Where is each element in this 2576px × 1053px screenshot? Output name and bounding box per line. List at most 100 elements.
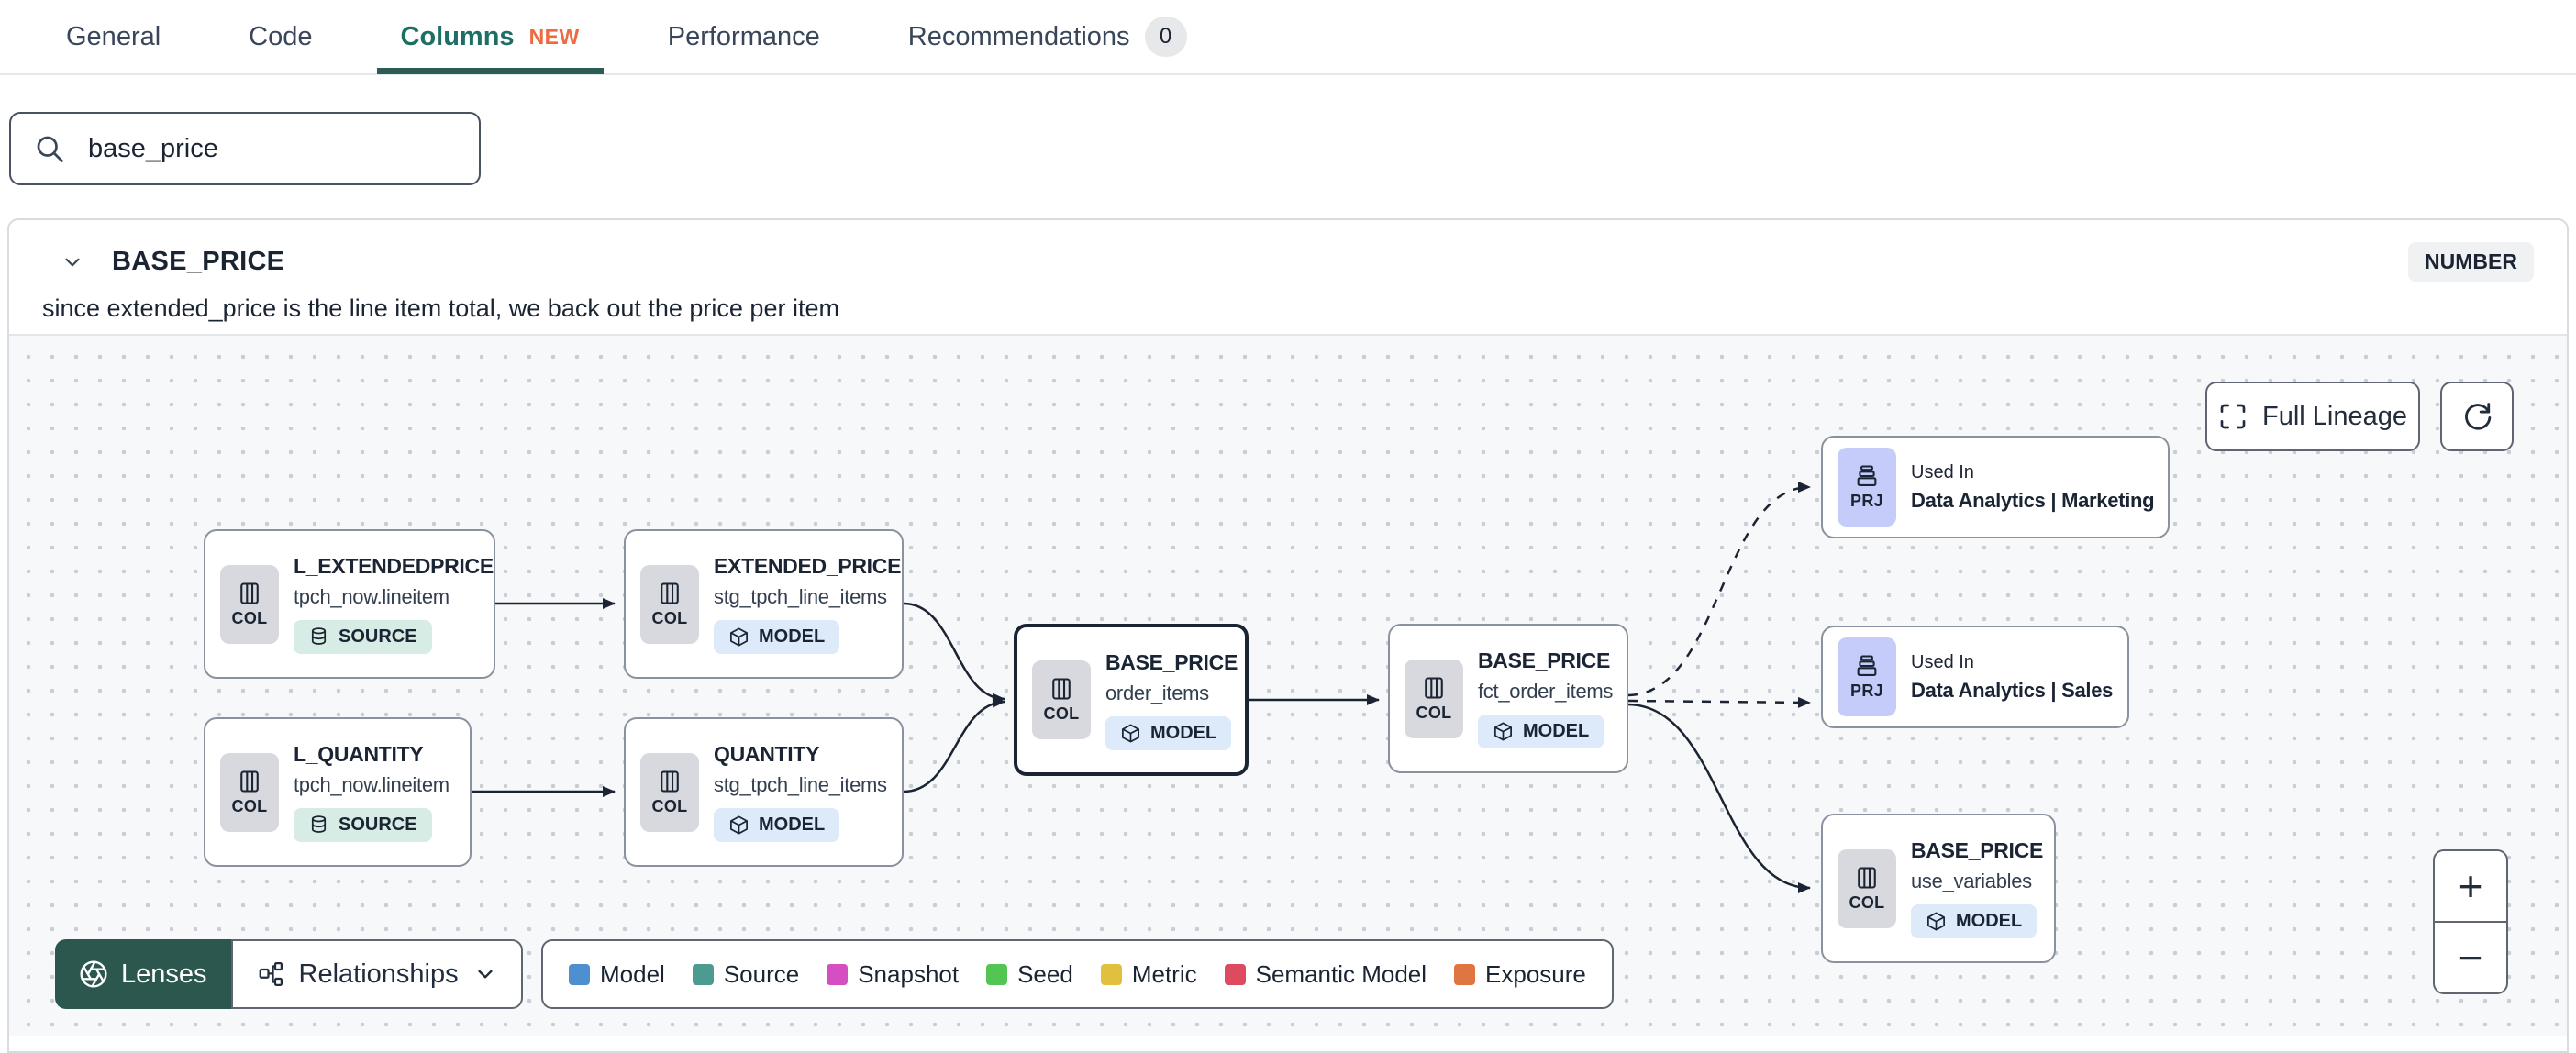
- node-subtitle: stg_tpch_line_items: [714, 585, 887, 608]
- model-icon: [1122, 724, 1139, 742]
- model-icon: [730, 815, 748, 835]
- legend-item-exposure: Exposure: [1454, 960, 1586, 989]
- columns-icon: [1858, 866, 1876, 889]
- column-type-badge: NUMBER: [2408, 242, 2534, 282]
- zoom-control: + −: [2433, 849, 2508, 994]
- legend-swatch-seed: [986, 963, 1008, 985]
- node-subtitle: tpch_now.lineitem: [294, 773, 450, 796]
- node-title: Data Analytics | Sales: [1911, 678, 2114, 702]
- tab-columns-label: Columns: [400, 21, 515, 51]
- legend-label-metric: Metric: [1131, 959, 1197, 988]
- column-chip: COL: [1032, 660, 1091, 739]
- tab-recommendations-label: Recommendations: [907, 21, 1130, 51]
- legend-item-metric: Metric: [1100, 959, 1197, 989]
- column-description: since extended_price is the line item to…: [42, 294, 839, 322]
- node-subtitle: order_items: [1105, 681, 1209, 704]
- refresh-button[interactable]: [2440, 382, 2514, 451]
- legend-swatch-model: [569, 963, 590, 985]
- tab-code-label: Code: [249, 21, 313, 51]
- node-title: QUANTITY: [714, 742, 820, 766]
- relationships-dropdown[interactable]: Relationships: [230, 939, 523, 1009]
- columns-icon: [240, 770, 259, 793]
- tab-general[interactable]: General: [42, 0, 184, 74]
- tab-columns[interactable]: Columns NEW: [376, 0, 604, 74]
- chevron-down-icon: [477, 970, 493, 979]
- legend-item-model: Model: [569, 960, 665, 989]
- tab-performance-label: Performance: [667, 21, 820, 51]
- node-title: EXTENDED_PRICE: [714, 554, 902, 578]
- full-lineage-label: Full Lineage: [2262, 401, 2407, 431]
- column-panel: BASE_PRICE NUMBER since extended_price i…: [7, 218, 2569, 1053]
- node-subtitle: fct_order_items: [1478, 680, 1614, 703]
- legend-swatch-source: [692, 963, 714, 985]
- database-icon: [311, 627, 327, 645]
- edge-extended-price-to-base-price: [903, 602, 1005, 704]
- node-eyebrow: Used In: [1911, 651, 1974, 672]
- lineage-node-used_in_sales[interactable]: PRJ Used In Data Analytics | Sales: [1821, 626, 2129, 728]
- columns-icon: [1425, 676, 1443, 699]
- full-lineage-button[interactable]: Full Lineage: [2205, 382, 2420, 451]
- tab-performance[interactable]: Performance: [644, 0, 844, 74]
- lenses-label: Lenses: [121, 959, 207, 989]
- legend-label-source: Source: [723, 959, 800, 988]
- columns-icon: [661, 582, 679, 604]
- node-title: BASE_PRICE: [1911, 838, 2043, 862]
- project-icon: [1857, 465, 1877, 486]
- tab-recommendations[interactable]: Recommendations 0: [884, 0, 1211, 74]
- resource-type-badge: MODEL: [714, 620, 840, 654]
- legend-swatch-snapshot: [827, 963, 849, 985]
- refresh-icon: [2465, 403, 2492, 430]
- column-name: BASE_PRICE: [112, 247, 285, 276]
- legend-label-snapshot: Snapshot: [858, 959, 960, 988]
- new-badge: NEW: [528, 24, 580, 49]
- node-title: BASE_PRICE: [1478, 648, 1610, 672]
- resource-type-badge: MODEL: [714, 808, 840, 842]
- aperture-icon: [80, 960, 107, 988]
- resource-type-badge: MODEL: [1478, 715, 1604, 748]
- legend-item-semantic-model: Semantic Model: [1224, 960, 1427, 989]
- columns-icon: [1052, 678, 1071, 700]
- zoom-in-button[interactable]: +: [2435, 851, 2506, 923]
- legend-swatch-metric: [1100, 963, 1122, 985]
- legend-item-source: Source: [692, 959, 800, 989]
- column-chip: COL: [640, 752, 699, 832]
- column-chip: COL: [220, 752, 279, 832]
- project-icon: [1857, 655, 1877, 676]
- node-title: Data Analytics | Marketing: [1911, 488, 2155, 512]
- tab-bar: General Code Columns NEW Performance Rec…: [0, 0, 2576, 75]
- node-title: BASE_PRICE: [1105, 649, 1238, 674]
- node-title: L_EXTENDEDPRICE: [294, 554, 494, 578]
- lenses-button[interactable]: Lenses: [55, 939, 231, 1009]
- column-chip: COL: [220, 564, 279, 644]
- column-chip: COL: [1405, 659, 1463, 738]
- project-chip: PRJ: [1838, 637, 1896, 716]
- node-subtitle: tpch_now.lineitem: [294, 585, 450, 608]
- project-chip: PRJ: [1838, 448, 1896, 526]
- column-panel-header: BASE_PRICE NUMBER: [9, 220, 2567, 282]
- column-search-input[interactable]: [9, 112, 481, 185]
- zoom-out-button[interactable]: −: [2458, 934, 2483, 981]
- edge-fct-to-used-in-marketing: [1627, 482, 1811, 697]
- tab-code[interactable]: Code: [225, 0, 336, 74]
- legend-label-seed: Seed: [1017, 959, 1073, 988]
- lenses-control: Lenses Relationships: [55, 939, 523, 1009]
- legend-label-exposure: Exposure: [1485, 959, 1586, 988]
- resource-type-legend: Model Source Snapshot Seed Metric Semantic Mo…: [541, 939, 1614, 1009]
- search-row: [9, 112, 481, 185]
- model-icon: [730, 627, 748, 647]
- tab-general-label: General: [66, 21, 161, 51]
- column-chip: COL: [1838, 848, 1896, 928]
- columns-icon: [240, 582, 259, 604]
- legend-label-model: Model: [600, 959, 665, 988]
- collapse-chevron-icon[interactable]: [61, 250, 84, 274]
